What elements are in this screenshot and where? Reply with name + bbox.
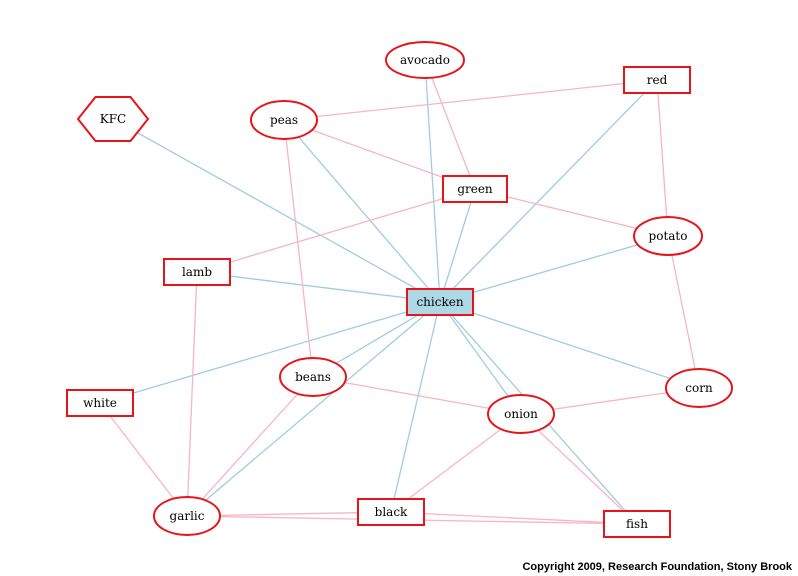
node-kfc-shape [76, 96, 150, 142]
edge-green-lamb [196, 188, 476, 273]
edge-peas-beans [283, 119, 314, 378]
node-kfc-label: KFC [100, 112, 126, 126]
node-beans-label: beans [295, 370, 331, 384]
node-black-shape [357, 498, 425, 526]
edge-chicken-potato [439, 235, 669, 303]
edge-onion-fish [520, 413, 638, 525]
node-peas-label: peas [270, 113, 298, 127]
edge-chicken-lamb [196, 271, 441, 303]
node-onion-shape [487, 394, 555, 434]
copyright-text: Copyright 2009, Research Foundation, Sto… [522, 561, 792, 573]
node-chicken-label: chicken [416, 295, 463, 309]
node-peas[interactable]: peas [250, 100, 318, 140]
node-onion-label: onion [504, 407, 538, 421]
node-green-label: green [457, 182, 493, 196]
edge-beans-onion [312, 376, 522, 415]
node-corn-label: corn [685, 381, 713, 395]
node-garlic-label: garlic [170, 509, 205, 523]
node-lamb[interactable]: lamb [163, 258, 231, 286]
edge-avocado-green [424, 59, 476, 190]
node-avocado-label: avocado [400, 53, 450, 67]
node-red[interactable]: red [623, 66, 691, 94]
edge-chicken-red [439, 79, 658, 303]
node-chicken[interactable]: chicken [406, 288, 474, 316]
node-green-shape [442, 175, 508, 203]
node-white-shape [66, 389, 134, 417]
node-peas-shape [250, 100, 318, 140]
edge-lamb-garlic [186, 271, 198, 517]
edge-peas-red [283, 79, 658, 121]
edge-chicken-white [99, 301, 441, 404]
node-fish-label: fish [626, 517, 648, 531]
node-green[interactable]: green [442, 175, 508, 203]
node-avocado-shape [385, 41, 465, 79]
node-potato[interactable]: potato [633, 216, 703, 256]
node-lamb-shape [163, 258, 231, 286]
edge-chicken-peas [283, 119, 441, 303]
edge-red-potato [656, 79, 669, 237]
edge-chicken-green [439, 188, 476, 303]
edge-chicken-kfc [112, 118, 441, 303]
node-white[interactable]: white [66, 389, 134, 417]
node-kfc[interactable]: KFC [76, 96, 150, 142]
edge-chicken-garlic [186, 301, 441, 517]
edge-white-garlic [99, 402, 188, 517]
node-white-label: white [83, 396, 117, 410]
node-avocado[interactable]: avocado [385, 41, 465, 79]
edges-layer [99, 59, 700, 525]
node-corn-shape [665, 368, 733, 408]
node-fish-shape [603, 510, 671, 538]
edge-chicken-corn [439, 301, 700, 389]
edge-onion-black [390, 413, 522, 513]
edge-black-fish [390, 511, 638, 525]
edge-chicken-black [390, 301, 441, 513]
node-beans-shape [279, 357, 347, 397]
node-beans[interactable]: beans [279, 357, 347, 397]
node-red-label: red [647, 73, 668, 87]
node-black[interactable]: black [357, 498, 425, 526]
node-potato-shape [633, 216, 703, 256]
edge-chicken-avocado [424, 59, 441, 303]
edge-beans-garlic [186, 376, 314, 517]
node-garlic-shape [153, 496, 221, 536]
node-red-shape [623, 66, 691, 94]
edge-potato-corn [667, 235, 700, 389]
node-lamb-label: lamb [182, 265, 212, 279]
node-potato-label: potato [649, 229, 688, 243]
node-chicken-shape [406, 288, 474, 316]
edge-chicken-onion [439, 301, 522, 415]
node-corn[interactable]: corn [665, 368, 733, 408]
node-garlic[interactable]: garlic [153, 496, 221, 536]
node-onion[interactable]: onion [487, 394, 555, 434]
node-fish[interactable]: fish [603, 510, 671, 538]
node-black-label: black [375, 505, 408, 519]
